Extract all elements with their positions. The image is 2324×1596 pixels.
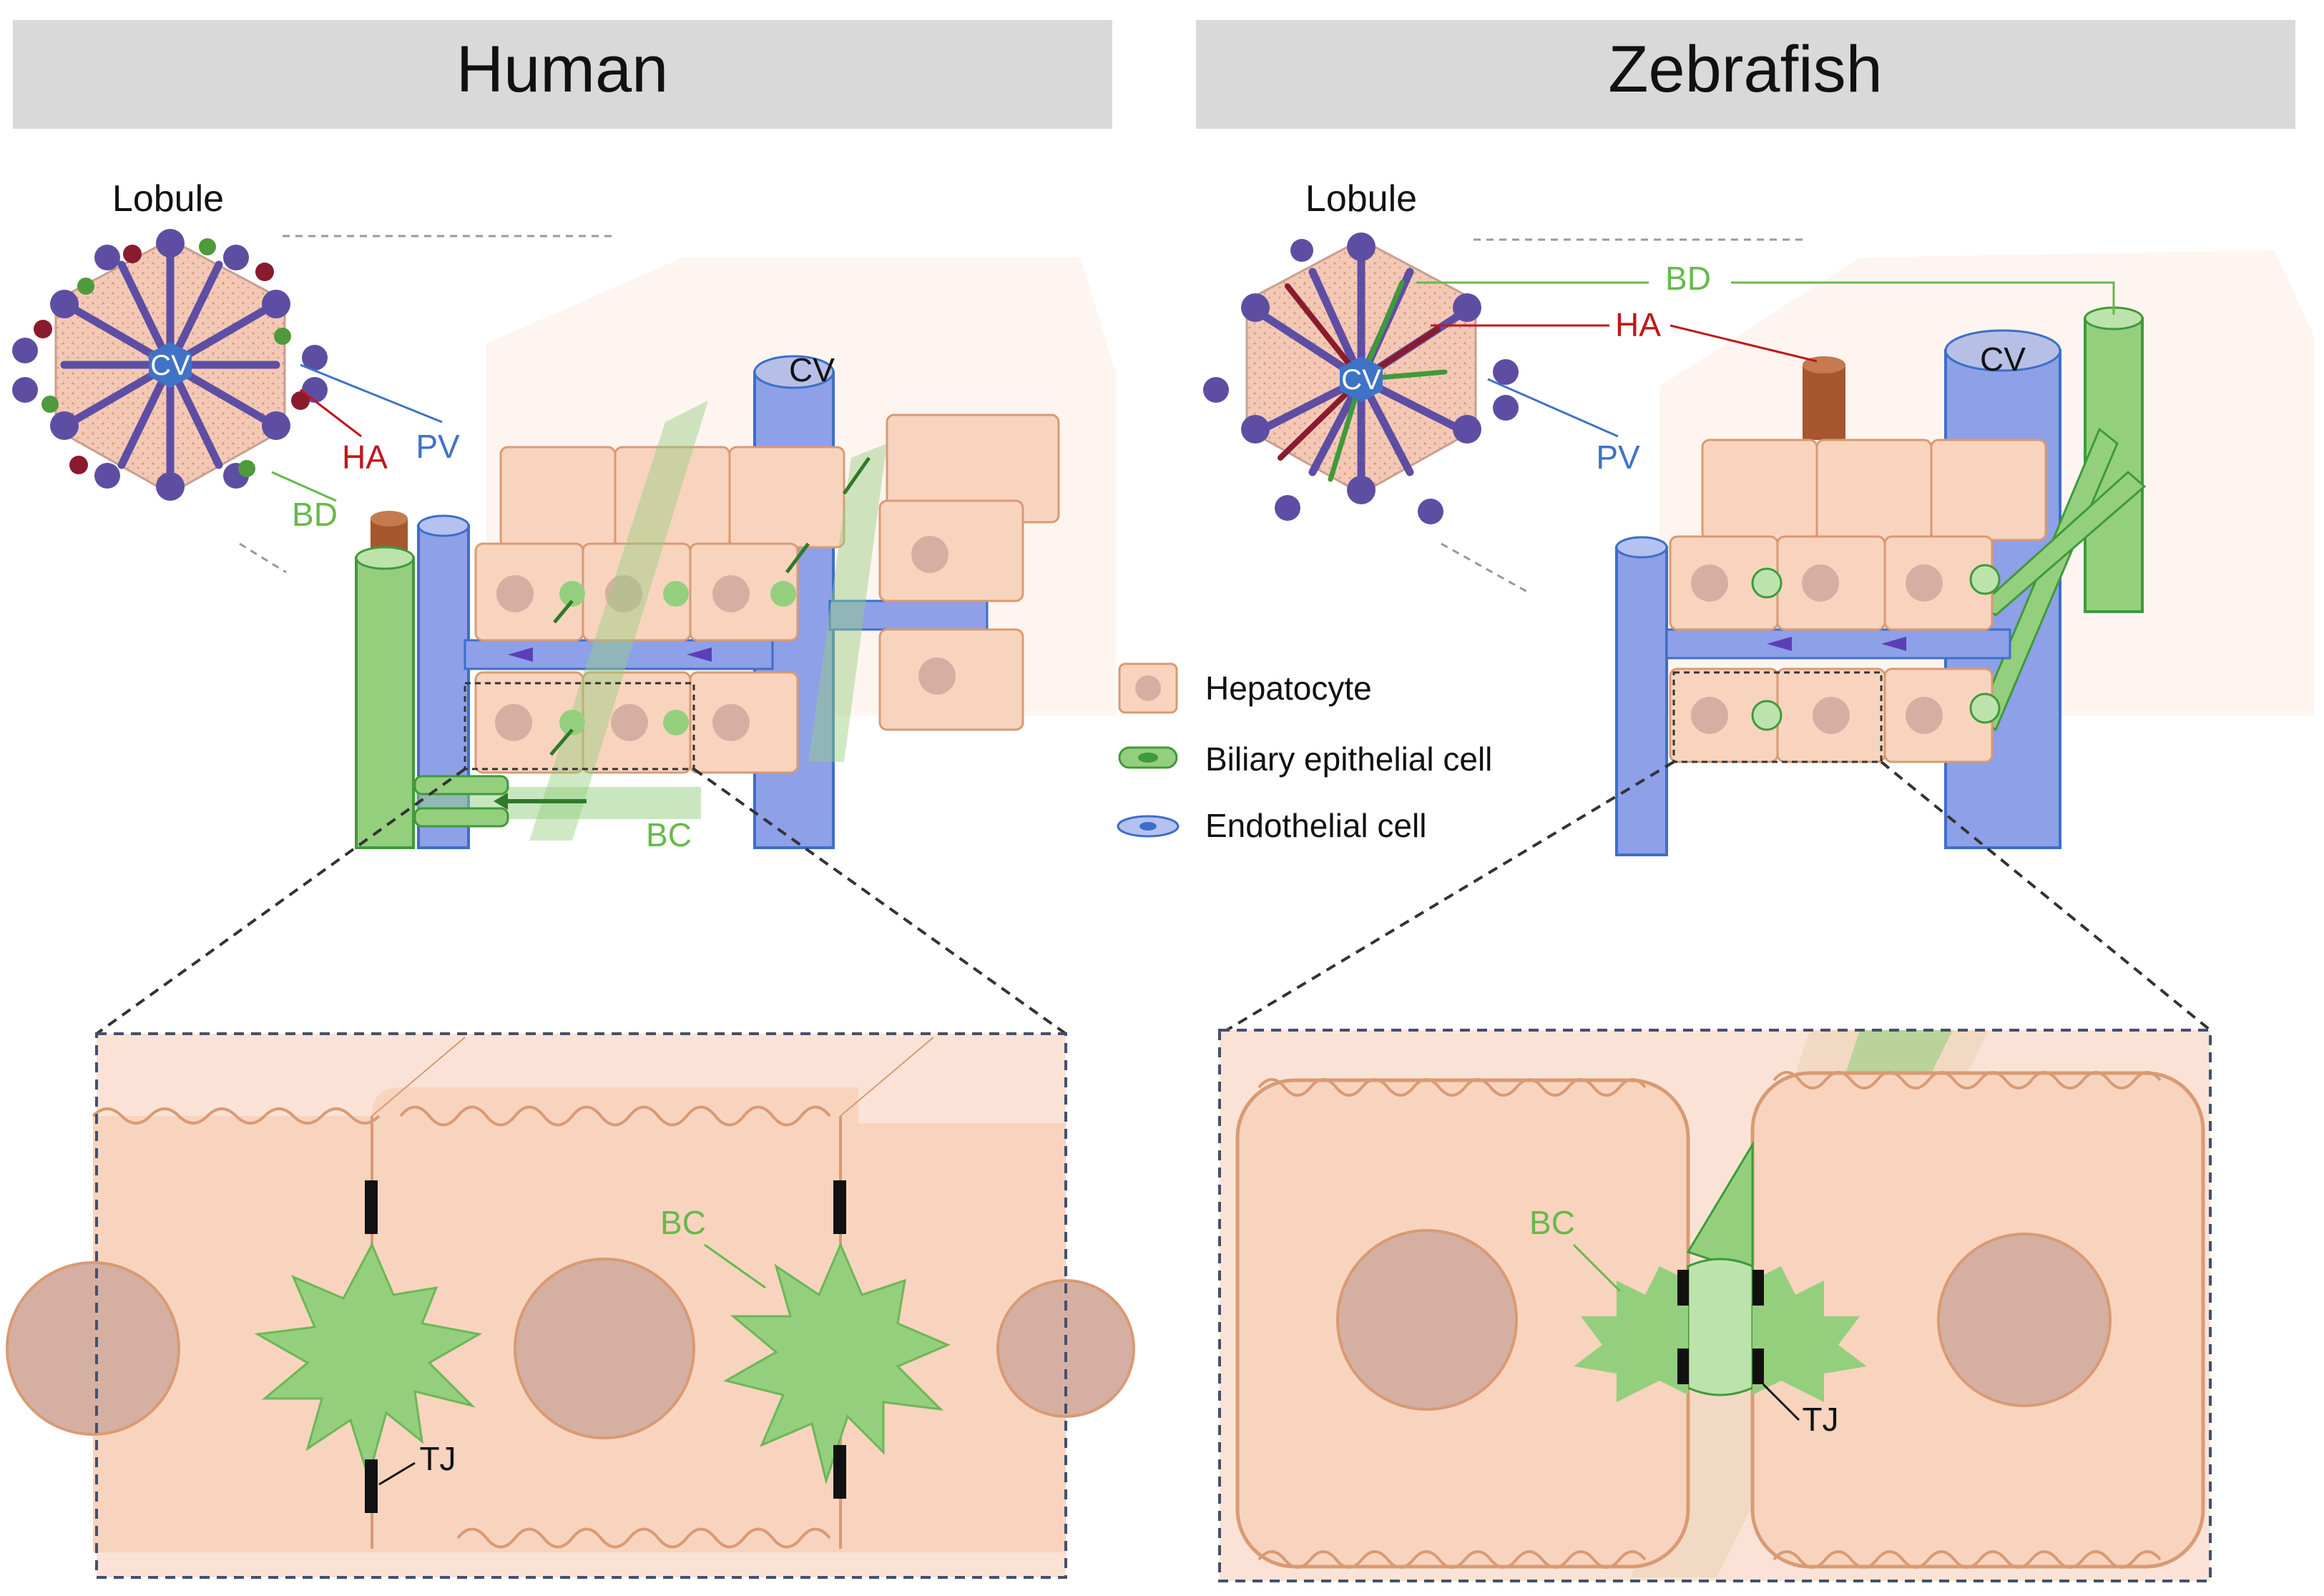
tight-junction bbox=[365, 1459, 378, 1513]
zebrafish-3d-block: CV bbox=[1615, 250, 2314, 856]
zebrafish-lobule-cv-label: CV bbox=[1341, 364, 1381, 396]
legend: Hepatocyte Biliary epithelial cell Endot… bbox=[1117, 662, 1492, 844]
header-human-bg bbox=[13, 20, 1112, 129]
tight-junction bbox=[833, 1445, 846, 1499]
zebrafish-lobule: CV bbox=[1203, 232, 1519, 524]
human-bd-label: BD bbox=[292, 496, 338, 533]
zebrafish-bd-label: BD bbox=[1665, 260, 1711, 297]
human-zoom-bc-label: BC bbox=[660, 1204, 706, 1241]
zebrafish-zoom-tj-label: TJ bbox=[1802, 1401, 1838, 1438]
human-bile-duct bbox=[355, 557, 415, 849]
zebrafish-bile-canaliculus bbox=[1687, 1258, 1754, 1396]
human-zoom-panel bbox=[6, 1032, 1135, 1579]
zebrafish-sinusoid bbox=[1665, 628, 2011, 660]
legend-biliary-label: Biliary epithelial cell bbox=[1205, 740, 1492, 778]
tight-junction bbox=[1752, 1270, 1764, 1306]
tight-junction bbox=[365, 1180, 378, 1234]
zebrafish-ha-label: HA bbox=[1615, 306, 1661, 343]
human-lobule-cv-label: CV bbox=[150, 350, 190, 381]
human-ha-label: HA bbox=[342, 439, 388, 476]
tight-junction bbox=[1677, 1348, 1689, 1384]
human-zoom-tj-label: TJ bbox=[419, 1440, 456, 1477]
zebrafish-zoom-bc-label: BC bbox=[1529, 1204, 1575, 1241]
panel-title-human: Human bbox=[456, 33, 669, 106]
tight-junction bbox=[1677, 1270, 1689, 1306]
panel-title-zebrafish: Zebrafish bbox=[1608, 33, 1883, 106]
human-3d-block: CV bbox=[355, 258, 1116, 849]
tight-junction bbox=[1752, 1348, 1764, 1384]
tight-junction bbox=[833, 1180, 846, 1234]
legend-hepatocyte-label: Hepatocyte bbox=[1205, 670, 1372, 707]
zebrafish-hepatic-artery bbox=[1803, 365, 1845, 440]
zebrafish-cv-label: CV bbox=[1980, 341, 2026, 378]
zebrafish-lobule-label: Lobule bbox=[1305, 178, 1417, 220]
human-cv-label: CV bbox=[789, 351, 835, 388]
legend-endothelial-label: Endothelial cell bbox=[1205, 807, 1426, 844]
header-zebrafish-bg bbox=[1196, 20, 2295, 129]
zebrafish-pv-label: PV bbox=[1596, 439, 1640, 476]
human-bile-canaliculus-2 bbox=[723, 1242, 951, 1485]
human-lobule: CV bbox=[12, 229, 328, 501]
human-bc-label: BC bbox=[646, 816, 692, 853]
zebrafish-zoom-panel bbox=[1218, 1029, 2212, 1582]
zebrafish-portal-vein bbox=[1615, 546, 1668, 856]
human-pv-label: PV bbox=[416, 428, 460, 465]
human-lobule-label: Lobule bbox=[112, 178, 224, 220]
